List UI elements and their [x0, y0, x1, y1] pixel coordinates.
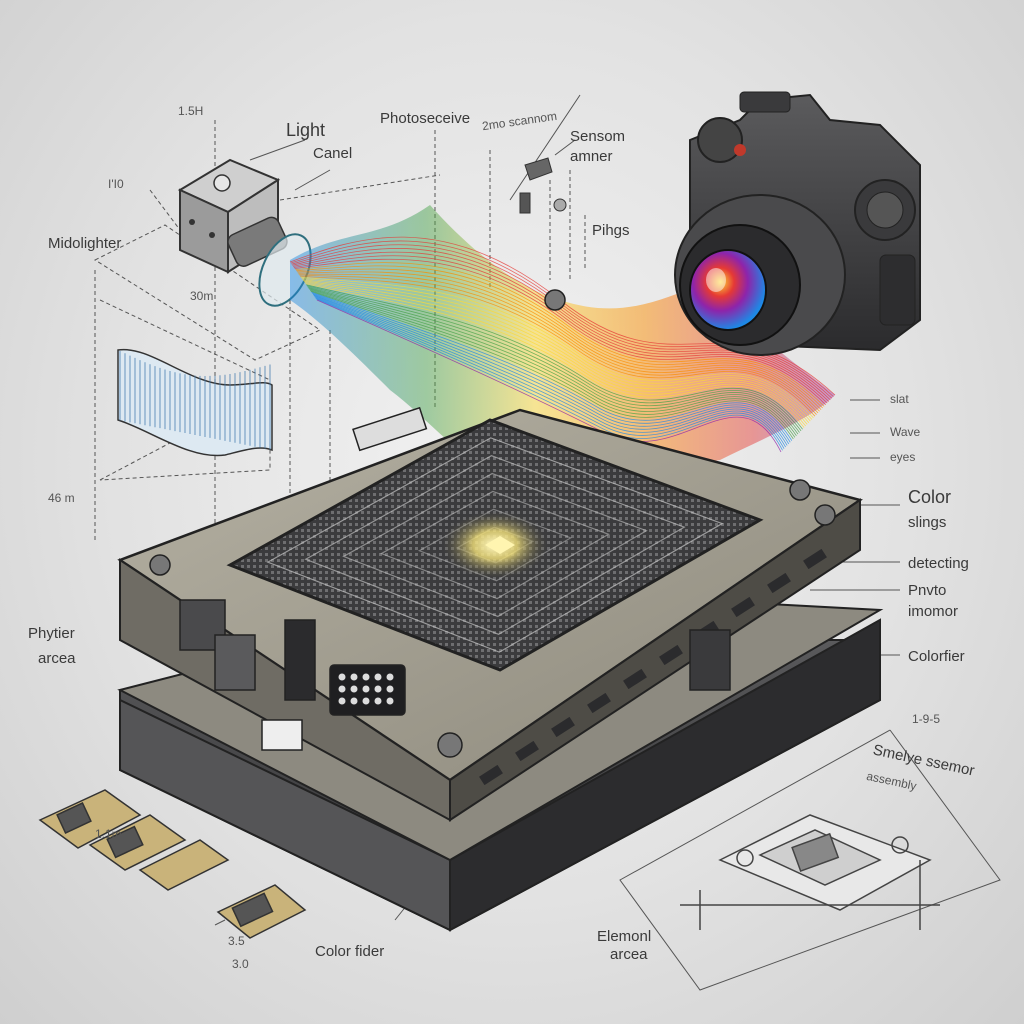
label-dim-left: I'I0: [108, 177, 124, 191]
label-dim-30m: 30m: [190, 289, 214, 303]
label-color-filter: Color fider: [315, 943, 385, 960]
board-components: [149, 289, 836, 758]
label-light: Light: [286, 120, 326, 140]
label-area: arcea: [38, 650, 76, 667]
label-dim-46: 46 m: [48, 491, 75, 505]
label-detecting: detecting: [908, 555, 969, 572]
label-chip-c: 3.0: [232, 957, 249, 971]
scanner-parts: [519, 157, 567, 214]
label-eyes: eyes: [890, 450, 916, 464]
callout-lines: [214, 94, 1001, 991]
label-element: Elemonl: [597, 928, 652, 945]
label-element-area: arcea: [610, 946, 648, 963]
label-pixels: Pihgs: [592, 222, 630, 239]
label-photo-2: imomor: [908, 603, 959, 620]
label-sensor-1: Sensom: [570, 128, 626, 145]
label-photo-1: Pnvto: [908, 582, 947, 599]
label-dim-right: 1-9-5: [912, 712, 941, 726]
label-sensor-2: amner: [570, 148, 613, 165]
label-wave: Wave: [890, 425, 921, 439]
label-channel: Canel: [313, 145, 353, 162]
sensor-assembly-inset: [680, 814, 940, 930]
label-color-1: Color: [908, 487, 952, 507]
wave-sample-panel: [117, 348, 273, 457]
label-chip-b: 3.5: [228, 934, 245, 948]
label-color-2: slings: [908, 514, 947, 531]
label-dim-top: 1.5H: [178, 104, 204, 118]
label-slat: slat: [890, 392, 909, 406]
label-microlighter: Midolighter: [48, 235, 122, 252]
label-chip-a: 1.1m: [95, 827, 122, 841]
image-sensor-array: [226, 418, 764, 672]
color-filter-chips: [38, 789, 307, 939]
label-phytier: Phytier: [28, 625, 75, 642]
camera-illustration: [674, 91, 921, 356]
label-colorfier: Colorfier: [908, 648, 965, 665]
label-photosensitive: Photoseceive: [380, 110, 471, 127]
